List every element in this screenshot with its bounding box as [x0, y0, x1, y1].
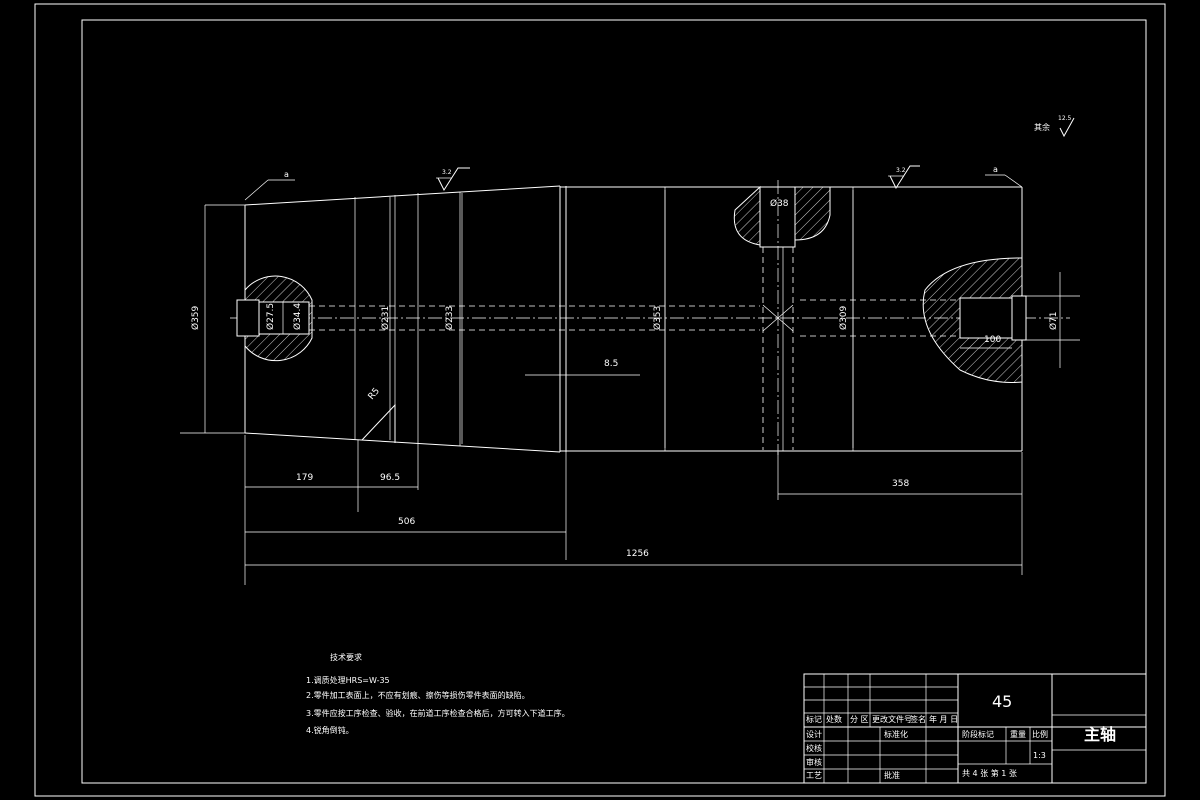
tb-col-count: 处数 [826, 714, 842, 724]
dim-179: 179 [296, 473, 313, 483]
tb-col-sign: 签名 [910, 714, 926, 724]
note-4: 4.锐角倒钝。 [306, 725, 354, 735]
tb-row-review: 审核 [806, 757, 822, 767]
dim-100: 100 [984, 335, 1001, 345]
dim-dia-231: Ø231 [380, 306, 391, 330]
rough-right: 3.2 [896, 167, 906, 174]
other-value: 12.5 [1058, 115, 1072, 122]
notes-title: 技术要求 [330, 652, 362, 662]
finish-right: a [993, 165, 998, 174]
dim-dia-71: Ø71 [1048, 311, 1059, 330]
dimension-texts: 179 96.5 506 1256 358 8.5 100 Ø359 Ø27.5… [190, 115, 1072, 559]
finish-left: a [284, 170, 289, 179]
tb-col-zone: 分 区 [850, 715, 869, 724]
left-bore [236, 275, 760, 362]
dim-dia-27-5: Ø27.5 [265, 303, 276, 330]
tb-part-name: 主轴 [1084, 725, 1116, 744]
dim-dia-359: Ø359 [190, 305, 201, 330]
dim-dia-309: Ø309 [838, 305, 849, 330]
title-block: 标记 处数 分 区 更改文件号 签名 年 月 日 设计 校核 审核 工艺 标准化… [803, 673, 1147, 784]
tb-stage-mark: 阶段标记 [962, 729, 994, 739]
outer-border [34, 3, 1166, 797]
tb-row-design: 设计 [806, 729, 822, 739]
dim-96-5: 96.5 [380, 473, 400, 483]
tb-standardization: 标准化 [884, 729, 908, 739]
dim-dia-34-4: Ø34.4 [292, 303, 303, 330]
shaft-outline [244, 174, 1023, 453]
other-label: 其余 [1034, 122, 1050, 132]
tb-weight: 重量 [1010, 729, 1026, 739]
rough-left: 3.2 [442, 169, 452, 176]
roughness-symbols [436, 117, 1075, 192]
note-3: 3.零件应按工序检查、验收，在前道工序检查合格后，方可转入下道工序。 [306, 708, 570, 718]
tb-col-change: 更改文件号 [872, 714, 912, 724]
tb-scale-label: 比例 [1032, 729, 1048, 739]
tb-scale: 1:3 [1033, 751, 1046, 760]
dim-dia-233: Ø233 [444, 306, 455, 330]
dim-358: 358 [892, 479, 909, 489]
tb-row-process: 工艺 [806, 771, 822, 780]
dim-8-5: 8.5 [604, 359, 618, 369]
dim-1256: 1256 [626, 549, 649, 559]
tb-material: 45 [992, 692, 1012, 711]
technical-notes: 技术要求 1.调质处理HRS=W-35 2.零件加工表面上，不应有划痕、擦伤等损… [306, 652, 570, 735]
note-2: 2.零件加工表面上，不应有划痕、擦伤等损伤零件表面的缺陷。 [306, 690, 530, 700]
note-1: 1.调质处理HRS=W-35 [306, 675, 390, 685]
tb-sheets: 共 4 张 第 1 张 [962, 768, 1017, 778]
dim-dia-38: Ø38 [770, 198, 789, 209]
right-bore [800, 257, 1027, 383]
tb-row-check: 校核 [806, 743, 822, 753]
dim-506: 506 [398, 517, 415, 527]
cross-hole [730, 180, 831, 455]
tb-col-mark: 标记 [806, 714, 822, 724]
tb-approve: 批准 [884, 770, 900, 780]
inner-border [81, 19, 1147, 784]
dim-dia-353: Ø353 [652, 306, 663, 330]
tb-col-date: 年 月 日 [929, 714, 958, 724]
dim-r5: R5 [367, 386, 382, 402]
dimension-lines [180, 190, 1080, 585]
